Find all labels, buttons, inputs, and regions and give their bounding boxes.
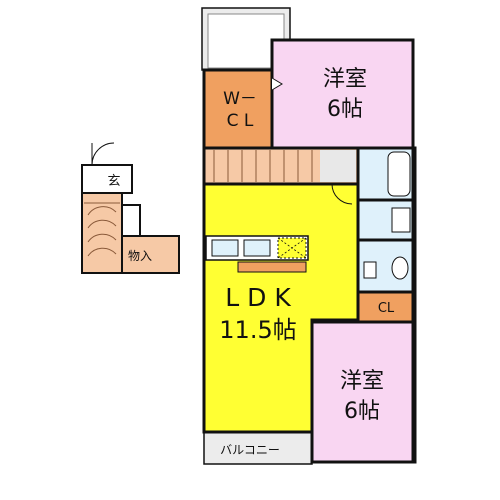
genkan-label: 玄 bbox=[107, 174, 120, 189]
building-outline bbox=[202, 38, 415, 464]
entry-stair-treads bbox=[84, 202, 120, 257]
storage-room bbox=[121, 235, 180, 274]
bedroom-2-name: 洋室 bbox=[340, 369, 384, 394]
bottom-balcony bbox=[203, 431, 313, 465]
washbasin bbox=[391, 207, 411, 233]
bedroom-1 bbox=[270, 38, 415, 150]
wcl-label-line1: W－ bbox=[223, 89, 257, 109]
ldk-name: L D K bbox=[225, 283, 291, 312]
balcony-label: バルコニー bbox=[220, 443, 280, 457]
walk-in-closet bbox=[202, 68, 274, 150]
bedroom-1-size: 6帖 bbox=[327, 97, 363, 122]
ldk-size: 11.5帖 bbox=[219, 316, 296, 344]
entry-stairs bbox=[81, 192, 123, 274]
bedroom-1-name: 洋室 bbox=[323, 67, 367, 92]
entry-floor: 玄 物入 bbox=[81, 142, 180, 274]
bedroom-2-size: 6帖 bbox=[344, 399, 380, 424]
bedroom-2 bbox=[310, 320, 417, 464]
cl-label: CL bbox=[378, 301, 395, 316]
storage-label: 物入 bbox=[128, 249, 152, 263]
stair-treads bbox=[213, 150, 313, 182]
bathtub bbox=[387, 151, 411, 197]
entry-door-swing bbox=[91, 142, 115, 166]
toilet-bowl bbox=[391, 256, 409, 280]
wcl-label-line2: C L bbox=[227, 111, 254, 131]
kitchen-counter bbox=[205, 235, 309, 273]
ldk-door-swing bbox=[331, 183, 353, 205]
